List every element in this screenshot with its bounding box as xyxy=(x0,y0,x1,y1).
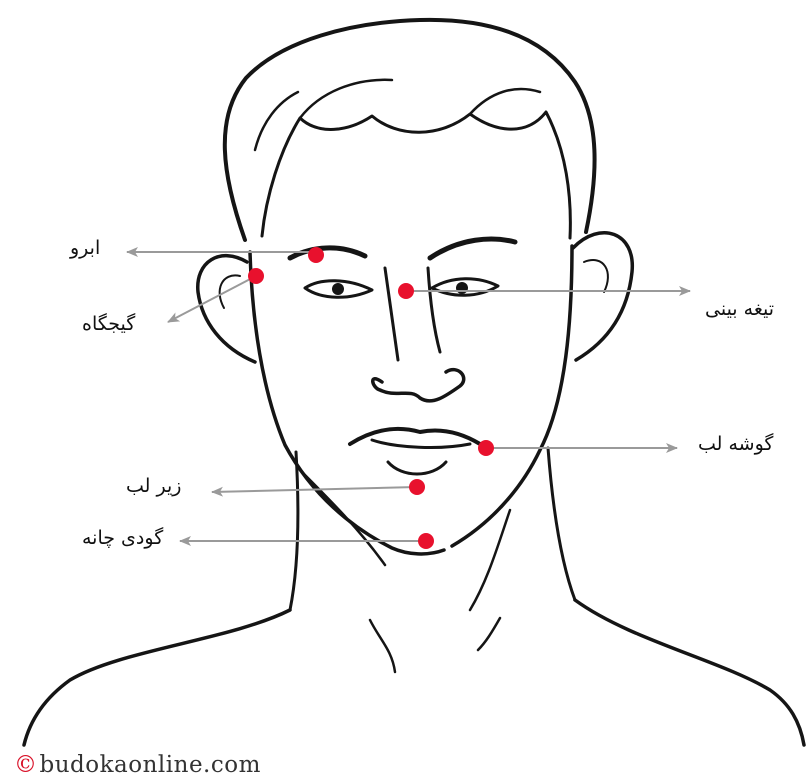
mouth-corner-label: گوشه لب xyxy=(698,433,773,455)
temple-point xyxy=(248,268,264,284)
watermark: ©budokaonline.com xyxy=(14,752,261,778)
temple-label: گیجگاه xyxy=(82,313,135,335)
temple-arrow xyxy=(168,276,256,322)
eyebrow-point xyxy=(308,247,324,263)
nose-bridge-point xyxy=(398,283,414,299)
nose-bridge-label: تیغه بینی xyxy=(705,298,774,320)
chin-dimple-label: گودی چانه xyxy=(82,527,163,549)
eyebrow-label: ابرو xyxy=(70,237,100,259)
mouth-corner-point xyxy=(478,440,494,456)
below-lip-arrow xyxy=(212,487,417,492)
chin-dimple-point xyxy=(418,533,434,549)
below-lip-label: زیر لب xyxy=(126,475,181,497)
below-lip-point xyxy=(409,479,425,495)
watermark-text: budokaonline.com xyxy=(40,752,261,778)
copyright-symbol: © xyxy=(14,752,38,778)
